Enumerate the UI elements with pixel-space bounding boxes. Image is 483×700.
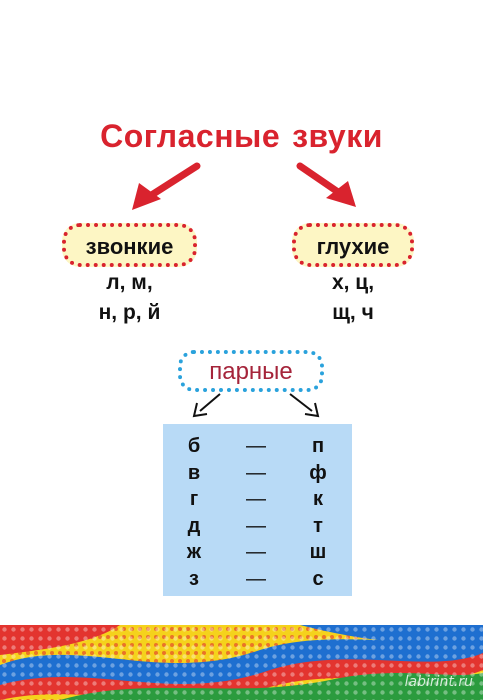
pair-voiceless-letter: к (312, 488, 323, 510)
pair-voiceless-letter: т (313, 514, 323, 537)
voiced-letters-line-2: н, р, й (98, 301, 161, 324)
pair-dash: — (246, 567, 266, 590)
pair-row: б — п (163, 432, 352, 460)
voiceless-letters-line-2: щ, ч (332, 301, 374, 324)
watermark-text: labirint.ru (404, 674, 473, 690)
pair-voiceless-letter: с (312, 567, 324, 590)
voiced-letters: л, м, н, р, й (62, 268, 197, 328)
paired-consonants-table: б — п в — ф г — к д — т ж — ш з — с (163, 424, 352, 596)
pair-voiceless-letter: ф (309, 461, 327, 484)
decorative-stripes-image (0, 625, 483, 700)
voiceless-label-pill: глухие (292, 223, 414, 267)
black-arrow-left-icon (192, 393, 221, 418)
pair-row: ж — ш (163, 538, 352, 566)
decorative-footer: labirint.ru (0, 625, 483, 700)
pair-dash: — (246, 514, 266, 537)
pair-dash: — (246, 461, 266, 484)
pair-row: д — т (163, 512, 352, 540)
paired-label-pill: парные (178, 350, 324, 392)
title-word-1: Согласные (100, 118, 281, 154)
pair-voiced-letter: б (187, 435, 201, 457)
pair-dash: — (246, 541, 266, 563)
pair-voiceless-letter: п (311, 435, 325, 457)
voiced-letters-line-1: л, м, (106, 271, 153, 294)
pair-voiced-letter: д (187, 514, 201, 537)
title-word-2: звуки (292, 118, 383, 154)
pair-voiced-letter: з (189, 567, 199, 590)
voiced-label-pill: звонкие (62, 223, 197, 267)
pair-voiced-letter: г (189, 488, 199, 510)
voiceless-letters-line-1: х, ц, (331, 271, 375, 294)
pair-row: з — с (163, 565, 352, 593)
black-arrow-right-icon (289, 393, 320, 418)
pair-voiced-letter: в (187, 461, 201, 484)
pair-row: в — ф (163, 459, 352, 487)
pair-row: г — к (163, 485, 352, 513)
pair-dash: — (246, 435, 266, 457)
diagram-title: Согласные звуки (0, 118, 483, 155)
red-arrow-right-icon (296, 162, 356, 207)
pair-voiceless-letter: ш (309, 541, 327, 563)
red-arrow-left-icon (132, 162, 201, 210)
voiceless-letters: х, ц, щ, ч (292, 268, 414, 328)
pair-voiced-letter: ж (186, 541, 202, 563)
pair-dash: — (246, 488, 266, 510)
